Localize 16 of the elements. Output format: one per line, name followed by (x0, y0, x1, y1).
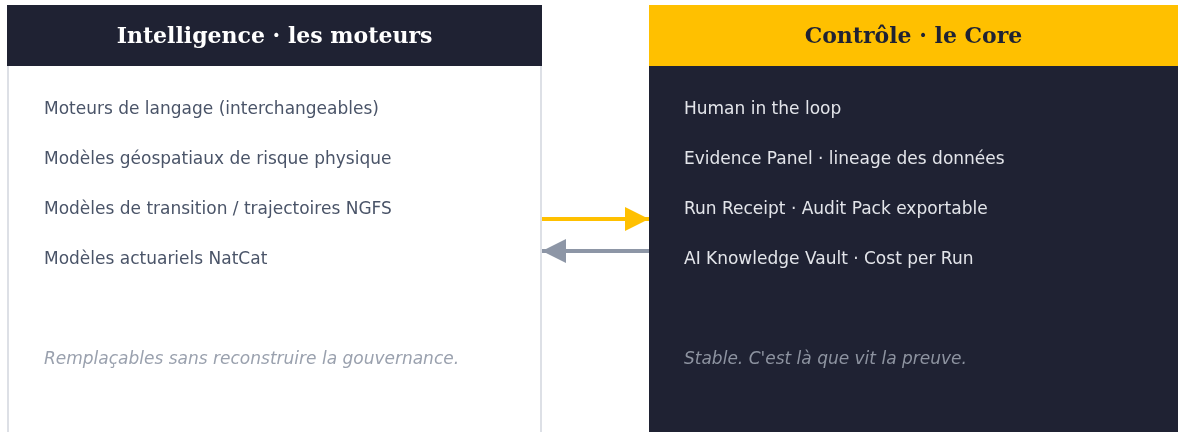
list-item: Modèles géospatiaux de risque physique (44, 147, 392, 169)
panel-header: Intelligence · les moteurs (7, 5, 542, 66)
list-item: Modèles actuariels NatCat (44, 247, 268, 269)
arrow (542, 207, 649, 231)
list-item: Evidence Panel · lineage des données (684, 147, 1005, 169)
list-item: Human in the loop (684, 97, 842, 119)
arrow (542, 239, 649, 263)
list-item: Moteurs de langage (interchangeables) (44, 97, 379, 119)
list-item: Modèles de transition / trajectoires NGFS (44, 197, 392, 219)
panel-note: Remplaçables sans reconstruire la gouvernance. (44, 347, 460, 369)
list-item: Run Receipt · Audit Pack exportable (684, 197, 988, 219)
panel-header: Contrôle · le Core (649, 5, 1178, 66)
panel (7, 5, 542, 432)
panel (649, 5, 1178, 432)
panel-note: Stable. C'est là que vit la preuve. (684, 347, 967, 369)
list-item: AI Knowledge Vault · Cost per Run (684, 247, 974, 269)
